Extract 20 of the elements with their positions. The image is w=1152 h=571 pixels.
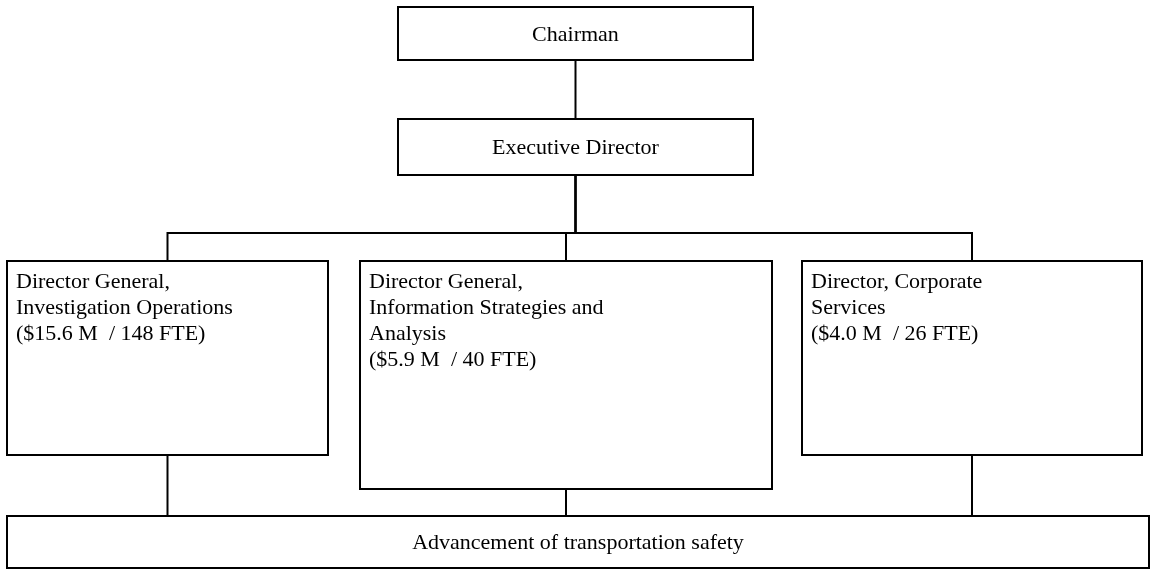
org-box: [359, 260, 773, 490]
box-label: ($15.6 M / 148 FTE): [16, 320, 206, 346]
box-label: Director General, Investigation Operations: [16, 268, 234, 320]
org-box: [6, 515, 1150, 569]
box-label: Director General, Information Strategies and Analysis: [369, 268, 604, 346]
box-label: Advancement of transportation safety: [412, 529, 744, 555]
box-label: ($5.9 M / 40 FTE): [369, 346, 537, 372]
connector-line: [574, 60, 577, 119]
connector-line: [971, 455, 973, 516]
org-box: [6, 260, 329, 456]
org-box: [397, 118, 754, 176]
box-label: Executive Director: [492, 134, 659, 160]
box-label: Director, Corporate Services: [811, 268, 984, 320]
connector-line: [565, 489, 567, 516]
connector-line: [166, 455, 169, 516]
box-label: Chairman: [532, 20, 619, 47]
box-label: ($4.0 M / 26 FTE): [811, 320, 979, 346]
connector-line: [574, 175, 973, 261]
org-box: [801, 260, 1143, 456]
org-box: [397, 6, 754, 61]
